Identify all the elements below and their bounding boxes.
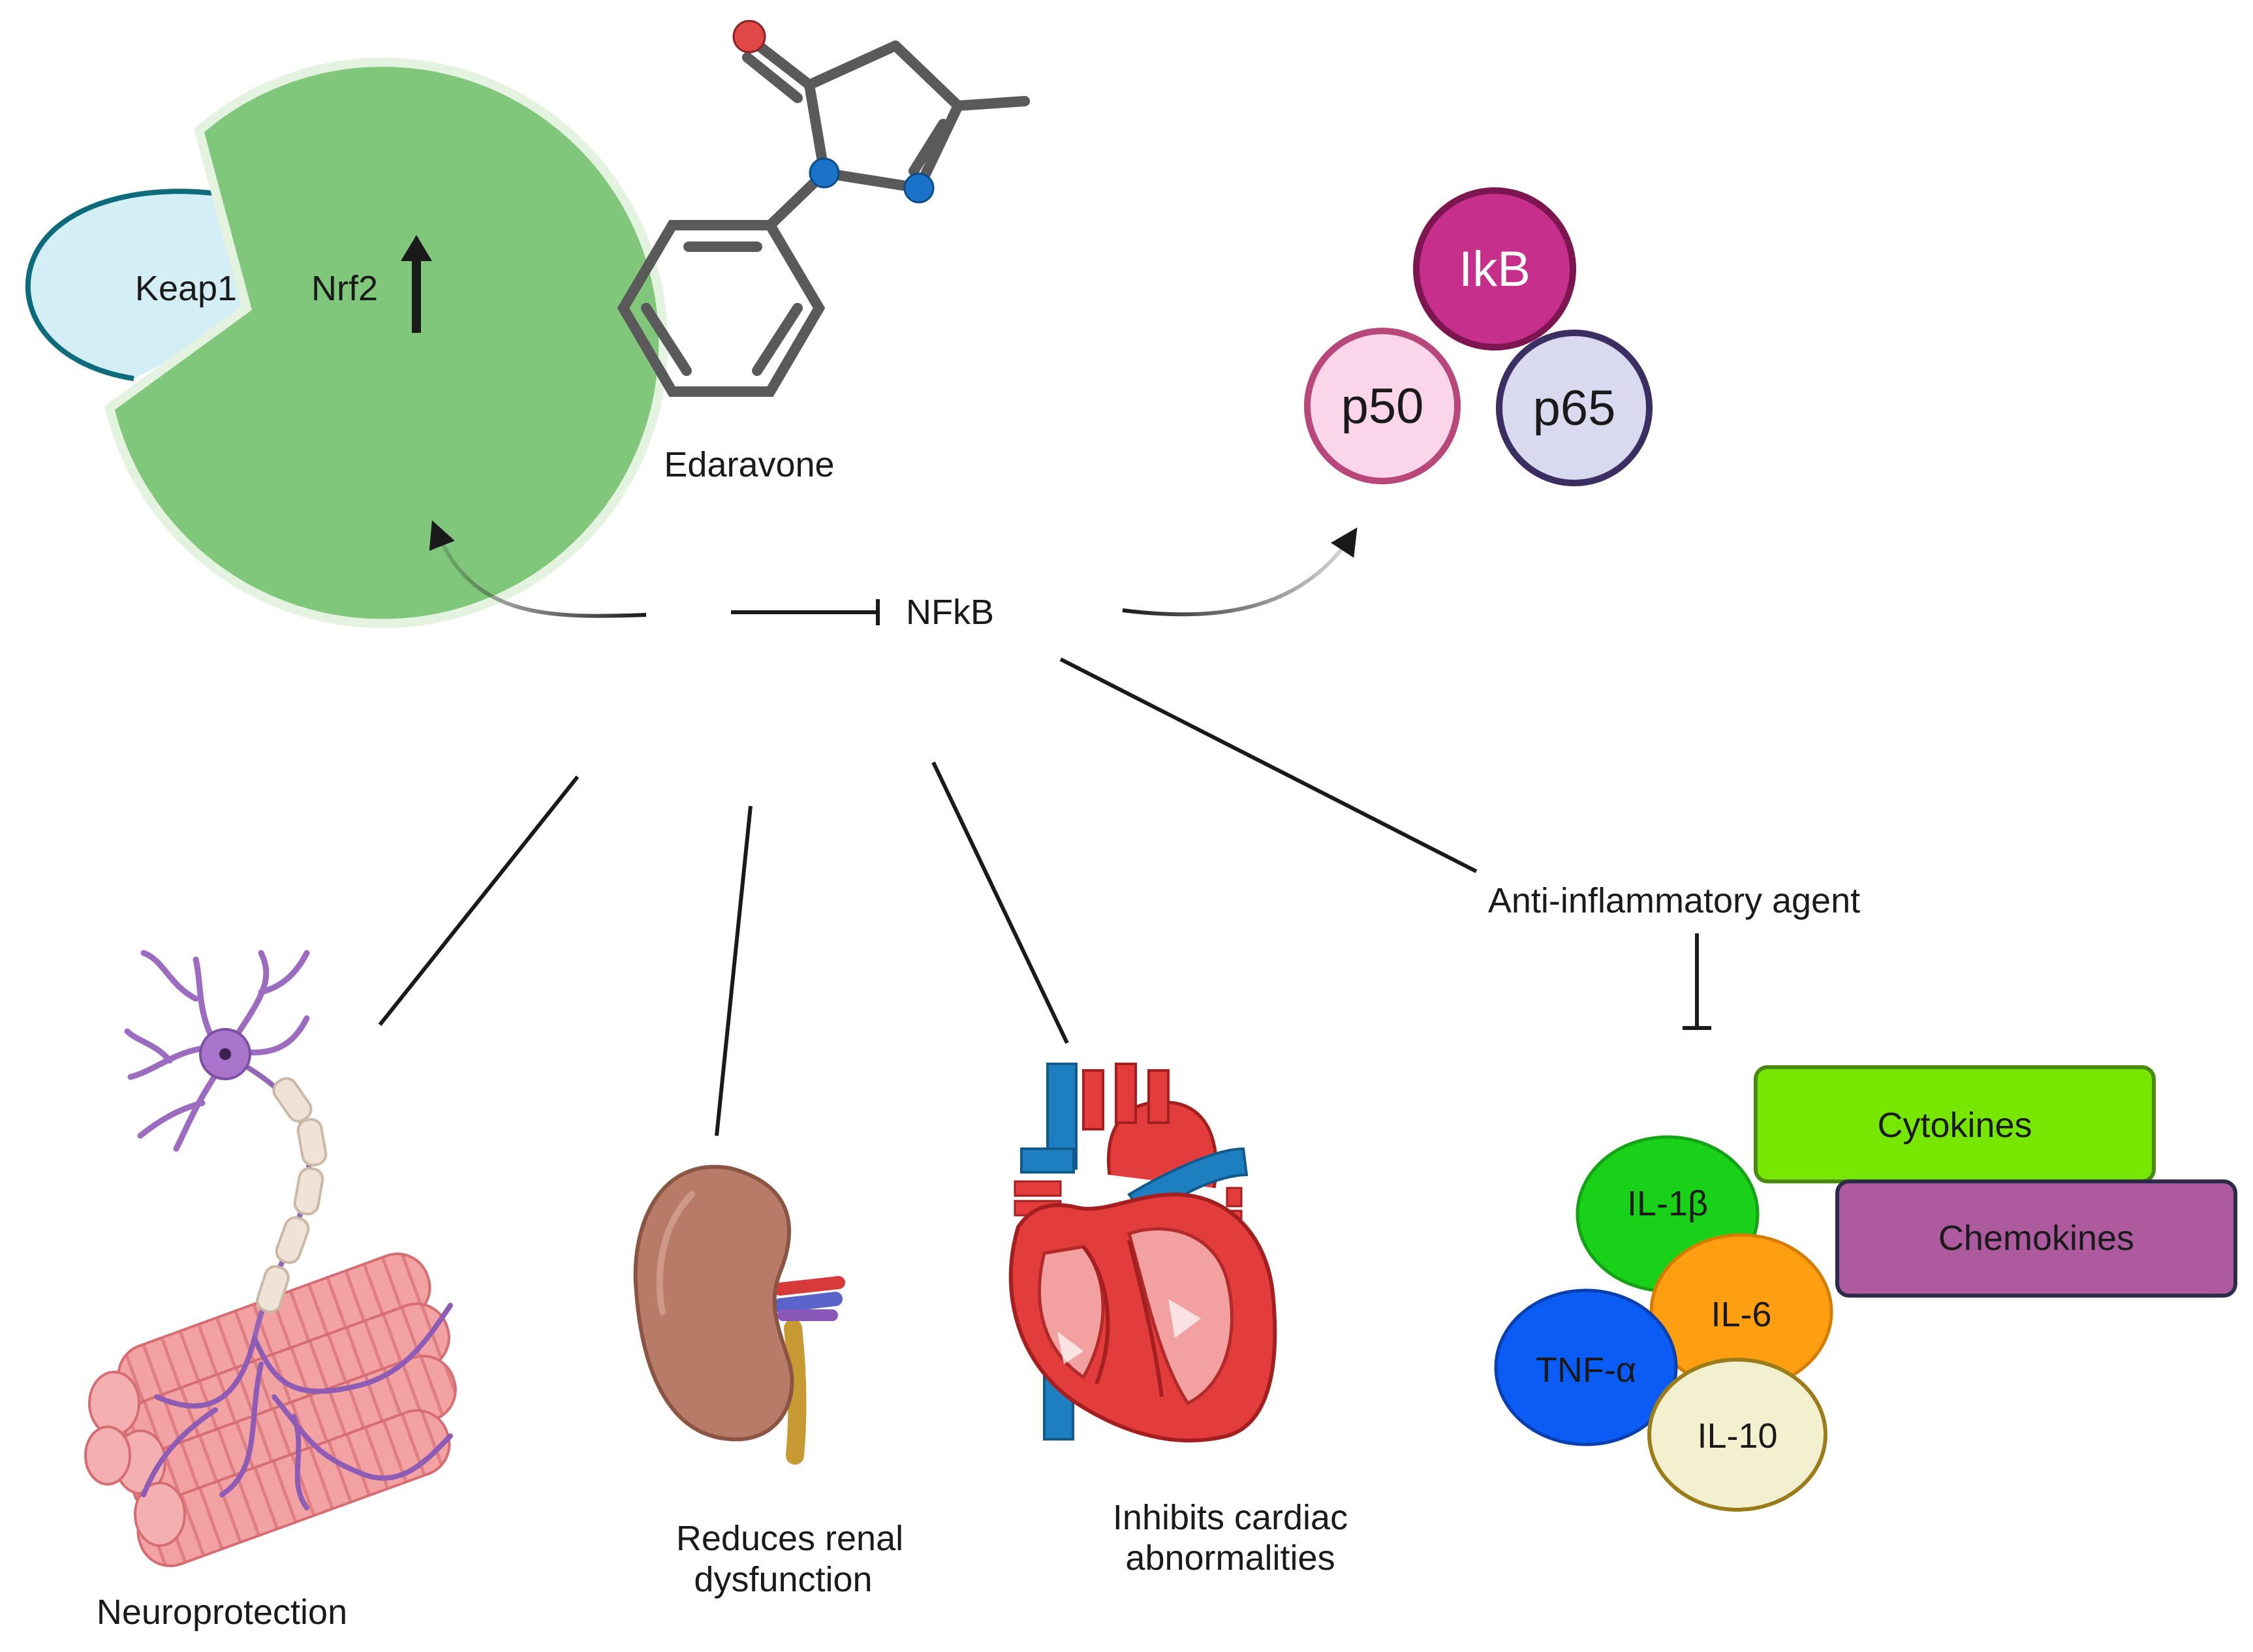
tnfa-ellipse [1494,1288,1678,1446]
nitrogen-atom-1 [809,157,840,189]
heart-icon [1008,1063,1277,1442]
neuron-body [124,950,310,1152]
keap1-label: Keap1 [135,269,237,308]
neuron-muscle-icon [84,950,457,1567]
cardiac-label-line2: abnormalities [1125,1538,1335,1578]
oxygen-atom [732,20,766,54]
nitrogen-atom-2 [903,172,935,204]
line-to-neuroprotection [378,775,580,1026]
arrow-to-complex [1122,527,1358,617]
ikb-label: IkB [1459,242,1530,297]
anti-inflammatory-label: Anti-inflammatory agent [1488,881,1860,920]
axon [141,1055,453,1510]
p65-label: p65 [1533,381,1616,436]
neuroprotection-label: Neuroprotection [97,1593,347,1632]
p50-label: p50 [1341,379,1424,434]
ikb-circle [1416,191,1573,347]
il1b-label: IL-1β [1627,1184,1708,1223]
il6-label: IL-6 [1711,1295,1771,1334]
inhibition-bar-cytokines [1683,933,1711,1030]
inhibition-bar [731,599,880,625]
edaravone-label: Edaravone [664,445,834,484]
keap1-shape [27,191,258,379]
line-to-renal [715,805,753,1136]
nrf2-label: Nrf2 [311,269,378,308]
cytokines-label: Cytokines [1877,1106,2032,1145]
renal-label-line1: Reduces renal [676,1519,903,1558]
edaravone-molecule-icon [617,39,1030,397]
chemokines-label: Chemokines [1938,1219,2134,1258]
arrow-to-nrf2 [429,520,647,618]
p50-circle [1307,331,1457,481]
line-to-anti-inflammatory [1059,657,1478,873]
kidney-body [633,1164,794,1442]
cardiac-label-line1: Inhibits cardiac [1113,1498,1348,1537]
p65-circle [1499,333,1649,483]
nfkb-complex: IkB p50 p65 [1304,187,1653,486]
tnfa-label: TNF-α [1536,1350,1636,1390]
il10-label: IL-10 [1697,1416,1777,1456]
keap1-outline [25,189,219,381]
kidney-icon [633,1164,845,1465]
nrf2-shape [110,62,664,624]
line-to-cardiac [931,761,1069,1044]
chemokines-box [1835,1179,2237,1298]
il10-ellipse [1647,1358,1827,1512]
up-arrow-icon [401,235,432,333]
keap1-nrf2-complex: Keap1 Nrf2 [25,57,668,629]
connector-lines [378,657,1478,1136]
nfkb-label: NFkB [906,593,994,632]
renal-label-line2: dysfunction [694,1560,872,1599]
